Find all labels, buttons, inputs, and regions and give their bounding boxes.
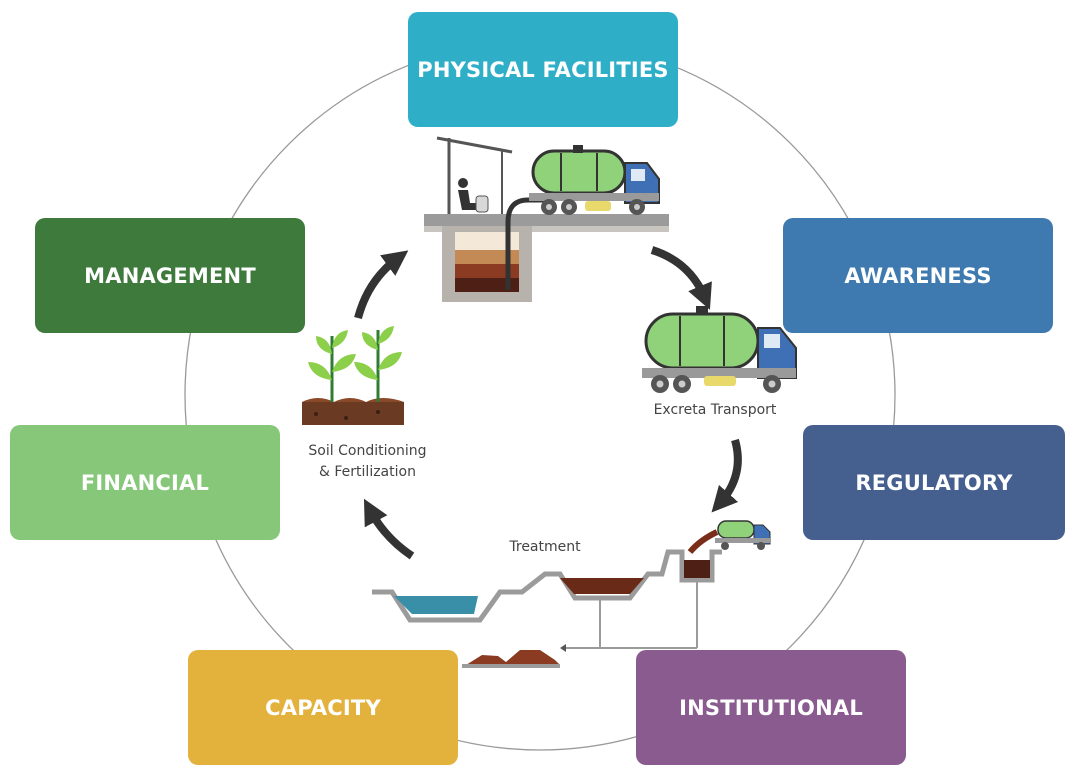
physical-facilities-box: PHYSICAL FACILITIES: [408, 12, 678, 127]
treatment-label: Treatment: [509, 539, 581, 555]
soil-conditioning-line-1: Soil Conditioning: [308, 443, 427, 459]
outer-ring: [184, 39, 896, 751]
excreta-transport-truck-icon: [642, 306, 797, 393]
regulatory-box: REGULATORY: [803, 425, 1065, 540]
management-box: MANAGEMENT: [35, 218, 305, 333]
plants-soil-icon: [302, 326, 404, 425]
soil-conditioning-label: Soil Conditioning & Fertilization: [280, 441, 455, 483]
financial-label: FINANCIAL: [80, 470, 210, 495]
capacity-box: CAPACITY: [188, 650, 458, 765]
regulatory-label: REGULATORY: [855, 470, 1013, 495]
management-label: MANAGEMENT: [84, 263, 256, 288]
institutional-box: INSTITUTIONAL: [636, 650, 906, 765]
vacuum-truck-icon: [529, 145, 660, 215]
capacity-label: CAPACITY: [265, 695, 381, 720]
awareness-label: AWARENESS: [844, 263, 992, 288]
latrine-pit-icon: [424, 136, 669, 302]
flow-arrow-to-transport: [650, 246, 712, 310]
financial-box: FINANCIAL: [10, 425, 280, 540]
treatment-ponds-icon: [372, 529, 722, 668]
soil-conditioning-line-2: & Fertilization: [319, 464, 416, 480]
awareness-box: AWARENESS: [783, 218, 1053, 333]
flow-arrow-to-treatment: [711, 438, 742, 513]
flow-arrow-to-latrine: [354, 250, 409, 320]
institutional-label: INSTITUTIONAL: [679, 695, 863, 720]
flow-arrow-to-soil: [363, 498, 415, 560]
physical-facilities-label: PHYSICAL FACILITIES: [417, 57, 669, 82]
small-truck-icon: [715, 520, 771, 550]
excreta-transport-label: Excreta Transport: [653, 402, 777, 418]
